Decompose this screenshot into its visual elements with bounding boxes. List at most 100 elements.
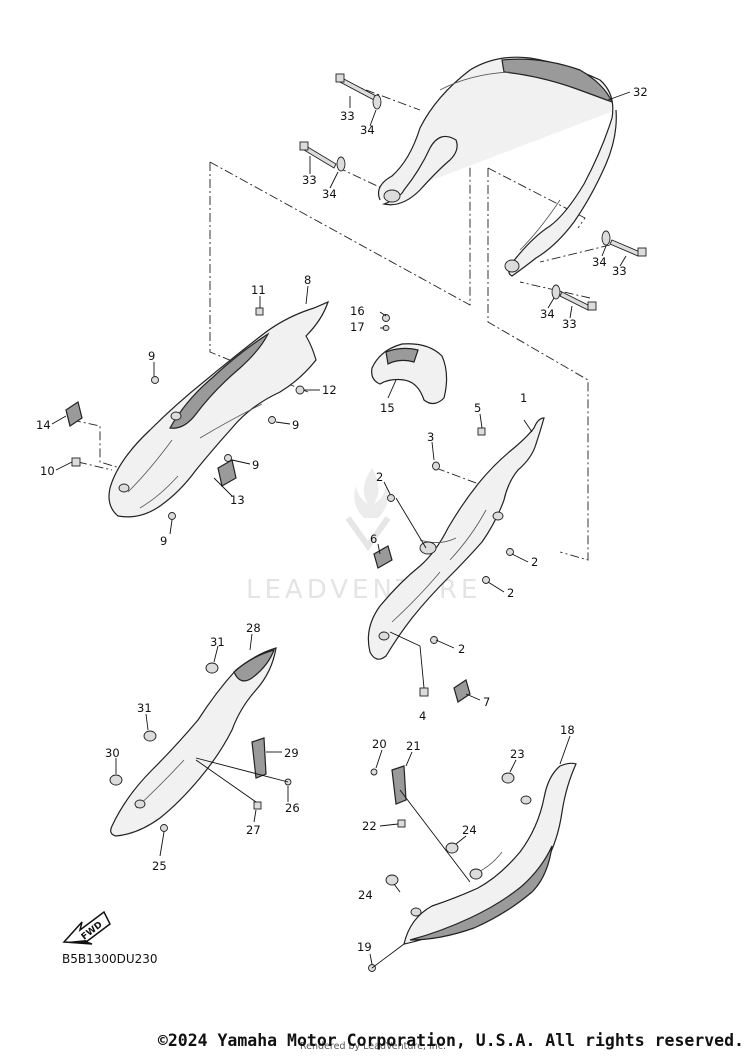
washer-34-mid-right[interactable] [601, 230, 611, 246]
callout-8: 8 [304, 273, 311, 287]
callout-6: 6 [370, 532, 377, 546]
grommet-part-23[interactable] [501, 772, 515, 784]
callout-20: 20 [372, 737, 387, 751]
callout-27: 26 [285, 801, 300, 815]
fwd-arrow: FWD [62, 910, 111, 945]
bolt-33-mid-left[interactable] [299, 141, 337, 169]
rendered-by-text: Rendered by LeadVenture, Inc. [300, 1041, 447, 1052]
callout-9-c: 9 [252, 458, 259, 472]
callout-23: 23 [510, 747, 525, 761]
callout-11: 11 [251, 283, 266, 297]
bracket-part-21[interactable] [391, 765, 407, 805]
callout-33-b: 33 [302, 173, 317, 187]
callout-2-b: 2 [531, 555, 538, 569]
callout-32: 32 [633, 85, 648, 99]
rivet-part-2-b[interactable] [506, 548, 514, 556]
grommet-part-30[interactable] [205, 662, 219, 674]
callout-labels: 32 33 34 33 34 34 33 34 33 8 11 9 12 9 9… [36, 85, 648, 954]
callout-15: 15 [380, 401, 395, 415]
callout-17: 17 [350, 320, 365, 334]
washer-34-top-left[interactable] [372, 94, 382, 110]
callout-5: 5 [474, 401, 481, 415]
callout-7: 7 [483, 695, 490, 709]
callout-4: 4 [419, 709, 426, 723]
callout-33-d: 33 [562, 317, 577, 331]
side-cover-part-1[interactable] [367, 417, 545, 660]
callout-24-a: 24 [462, 823, 477, 837]
bolt-part-16[interactable] [382, 314, 390, 322]
rivet-part-9-d[interactable] [168, 512, 176, 520]
callout-1: 1 [520, 391, 527, 405]
callout-26: 25 [152, 859, 167, 873]
screw-part-22[interactable] [397, 819, 406, 828]
callout-13: 13 [230, 493, 245, 507]
rivet-part-26[interactable] [160, 824, 168, 832]
screw-part-10[interactable] [71, 457, 81, 467]
pad-part-6[interactable] [373, 545, 393, 569]
callout-9-d: 9 [160, 534, 167, 548]
callout-3: 3 [427, 430, 434, 444]
callout-34-c: 34 [592, 255, 607, 269]
callout-10: 10 [40, 464, 55, 478]
bolt-33-low-right[interactable] [559, 291, 597, 311]
bolt-33-top-left[interactable] [335, 73, 377, 101]
callout-21: 21 [406, 739, 421, 753]
callout-2-a: 2 [376, 470, 383, 484]
rivet-part-2-a[interactable] [387, 494, 395, 502]
callout-34-b: 34 [322, 187, 337, 201]
grommet-part-31-b[interactable] [109, 774, 123, 786]
pad-part-13[interactable] [217, 459, 237, 487]
pad-part-14[interactable] [65, 401, 83, 427]
leader-lines [51, 91, 631, 969]
clip-part-3[interactable] [432, 461, 440, 471]
callout-25: 28 [246, 621, 261, 635]
callout-29: 27 [246, 823, 261, 837]
callout-18: 18 [560, 723, 575, 737]
callout-31-b: 30 [105, 746, 120, 760]
screw-part-4[interactable] [419, 687, 429, 697]
callout-2-d: 2 [458, 642, 465, 656]
screw-part-20[interactable] [370, 768, 378, 776]
lower-panel-part-18[interactable] [403, 762, 577, 945]
callout-24-b: 24 [358, 888, 373, 902]
callout-33-c: 33 [612, 264, 627, 278]
callout-30: 31 [210, 635, 225, 649]
grommet-part-24-a[interactable] [445, 842, 459, 854]
rivet-part-9-c[interactable] [224, 454, 232, 462]
side-cover-part-8[interactable] [108, 300, 329, 518]
rivet-part-2-d[interactable] [430, 636, 438, 644]
callout-22: 22 [362, 819, 377, 833]
grab-bar-part-32[interactable] [377, 56, 617, 277]
bracket-part-28[interactable] [251, 737, 267, 779]
washer-34-low-right[interactable] [551, 284, 561, 300]
callout-9-b: 9 [292, 418, 299, 432]
callout-14: 14 [36, 418, 51, 432]
clip-part-12[interactable] [295, 385, 305, 395]
screw-part-29[interactable] [253, 801, 262, 810]
callout-16: 16 [350, 304, 365, 318]
pad-part-7[interactable] [453, 679, 471, 703]
callout-12: 12 [322, 383, 337, 397]
bracket-part-15[interactable] [371, 343, 448, 405]
rivet-part-9-b[interactable] [268, 416, 276, 424]
screw-part-11[interactable] [255, 307, 264, 316]
bolt-33-mid-right[interactable] [609, 239, 647, 257]
rivet-part-9-a[interactable] [151, 376, 159, 384]
callout-31-a: 31 [137, 701, 152, 715]
grommet-part-24-b[interactable] [385, 874, 399, 886]
grommet-part-31-a[interactable] [143, 730, 157, 742]
callout-28: 29 [284, 746, 299, 760]
callout-9-a: 9 [148, 349, 155, 363]
callout-19: 19 [357, 940, 372, 954]
copyright-text: ©2024 Yamaha Motor Corporation, U.S.A. A… [157, 1031, 744, 1050]
lower-panel-part-25[interactable] [110, 647, 277, 837]
callout-2-c: 2 [507, 586, 514, 600]
diagram-code: B5B1300DU230 [62, 952, 158, 966]
screw-part-5[interactable] [477, 427, 486, 436]
rivet-part-2-c[interactable] [482, 576, 490, 584]
callout-34-d: 34 [540, 307, 555, 321]
callout-34-a: 34 [360, 123, 375, 137]
washer-34-mid-left[interactable] [336, 156, 346, 172]
callout-33-a: 33 [340, 109, 355, 123]
